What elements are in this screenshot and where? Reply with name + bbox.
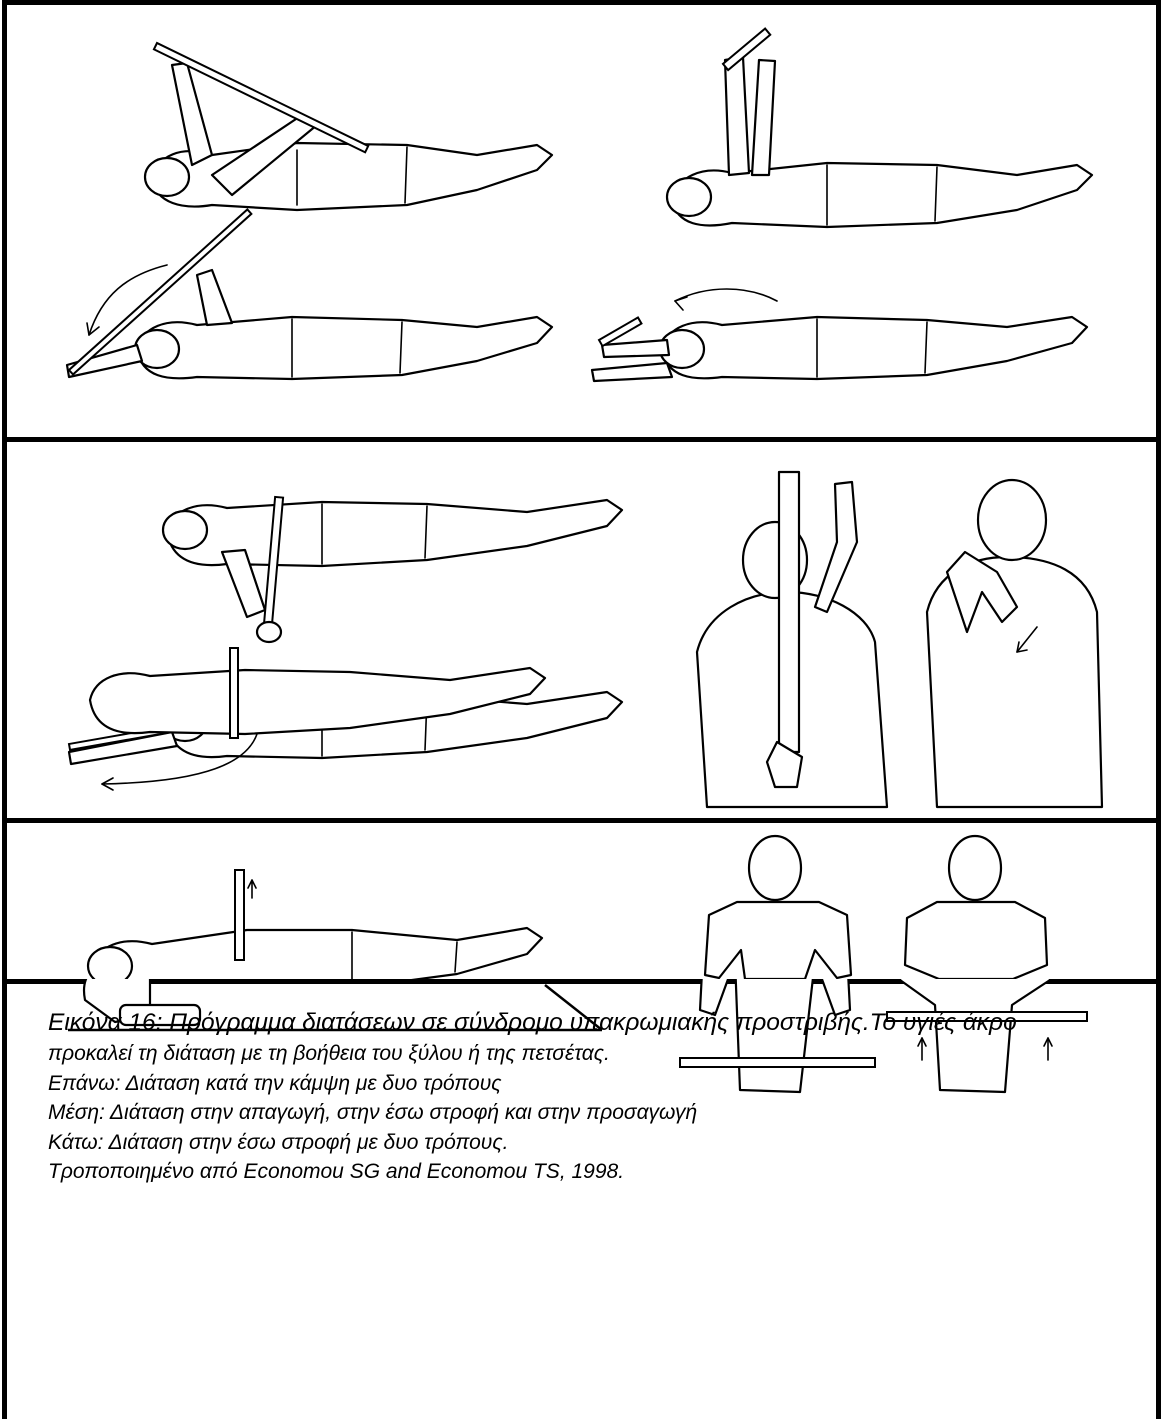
- panel-flexion-stretch: [7, 5, 1156, 437]
- caption-line: Τροποποιημένο από Economou SG and Econom…: [48, 1157, 1156, 1187]
- divider-bottom: [2, 979, 1161, 984]
- panel-abduction-rotation-adduction: [7, 442, 1156, 818]
- illustration-lying-stick-abduction: [163, 497, 622, 642]
- illustration-lying-stick-vertical: [667, 29, 1092, 227]
- illustration-standing-abducted: [905, 836, 1047, 979]
- bottom-panel-canvas: [7, 823, 1156, 979]
- caption-line: προκαλεί τη διάταση με τη βοήθεια του ξύ…: [48, 1039, 1156, 1069]
- caption-title: Εικόνα 16: Πρόγραμμα διατάσεων σε σύνδρο…: [48, 1007, 1156, 1039]
- illustration-lying-stick-raised: [145, 43, 552, 210]
- illustration-towel-stretch-back: [697, 472, 887, 807]
- illustration-lying-on-roll: [67, 870, 603, 979]
- illustration-lying-arms-overhead: [592, 289, 1087, 381]
- figure-caption: Εικόνα 16: Πρόγραμμα διατάσεων σε σύνδρο…: [48, 1007, 1156, 1187]
- illustration-cross-body-adduction: [927, 480, 1102, 807]
- caption-line: Επάνω: Διάταση κατά την κάμψη με δυο τρό…: [48, 1069, 1156, 1099]
- illustration-lying-stick-lateral: [69, 692, 622, 790]
- caption-line: Κάτω: Διάταση στην έσω στροφή με δυο τρό…: [48, 1128, 1156, 1158]
- caption-line: Μέση: Διάταση στην απαγωγή, στην έσω στρ…: [48, 1098, 1156, 1128]
- illustration-standing-neutral: [705, 836, 851, 979]
- illustration-lying-stick-overhead: [67, 209, 552, 379]
